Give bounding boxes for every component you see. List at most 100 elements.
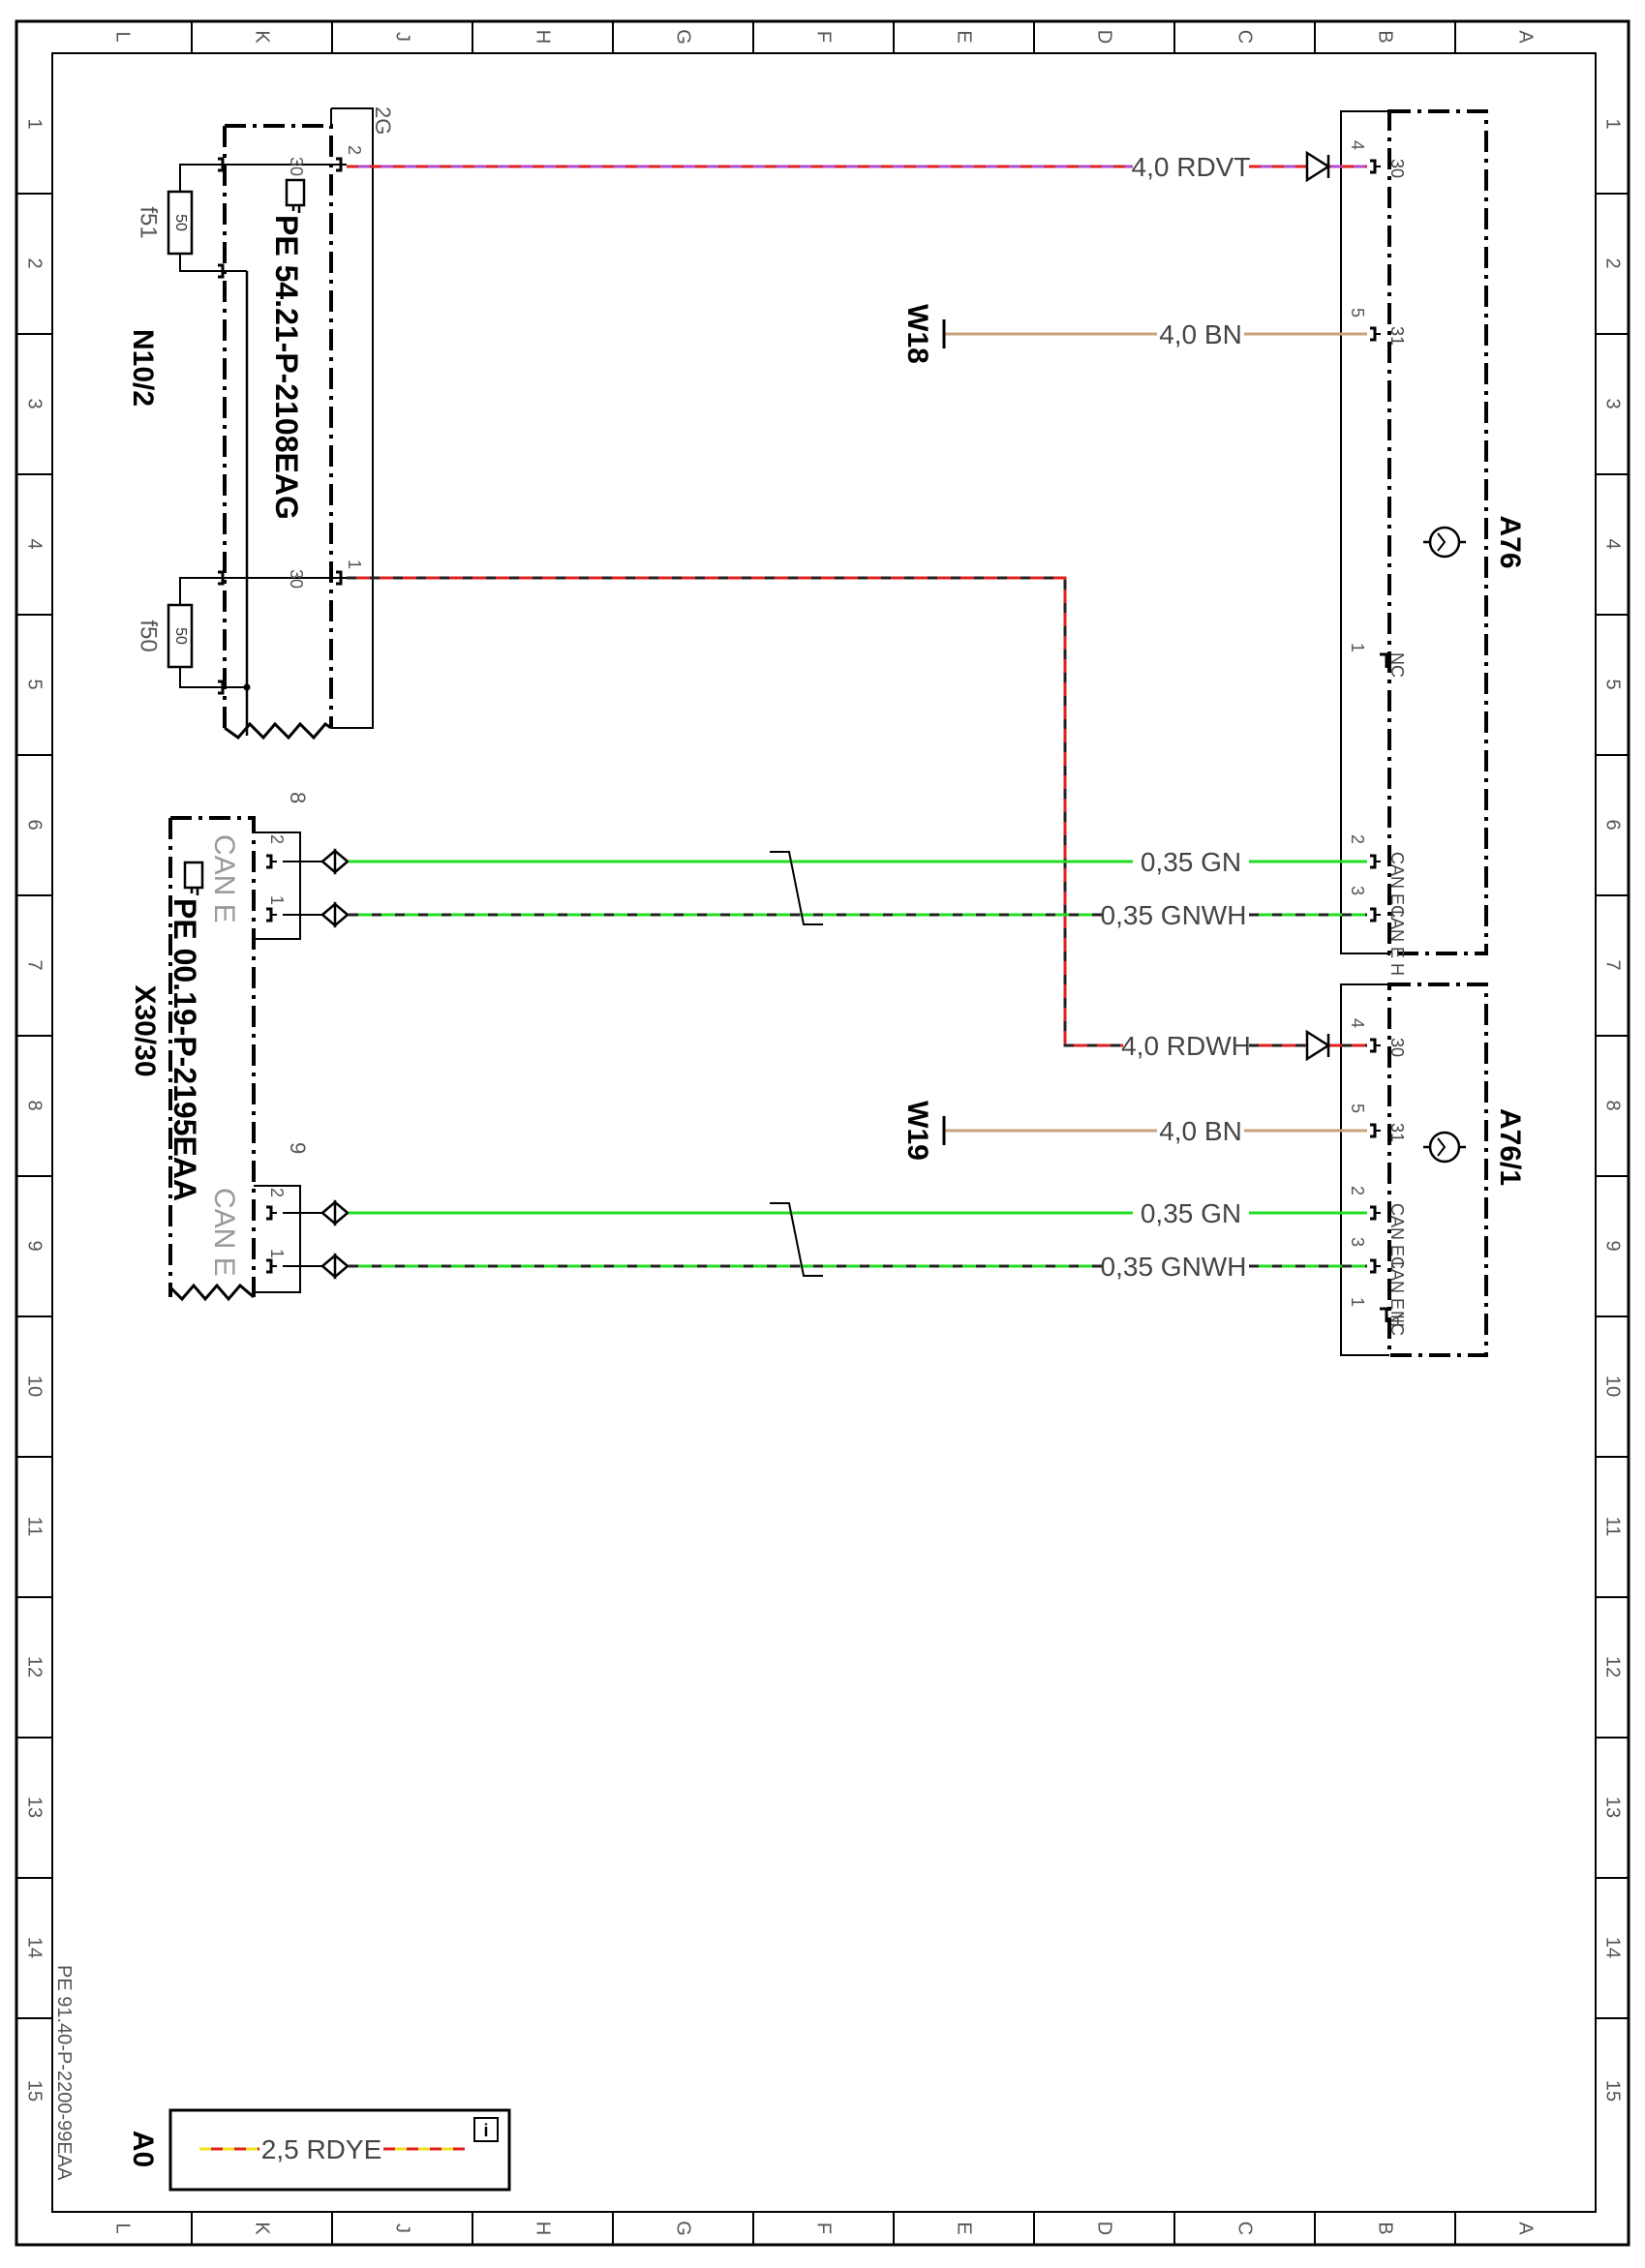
module-a76[interactable]: A76 4 30 5 31 1 NC 2 CAN E L 3 CAN E H [1340, 109, 1526, 976]
wire-label: 0,35 GNWH [1101, 1252, 1247, 1282]
row-label: 4 [24, 538, 46, 549]
wire-gn-can-bottom[interactable]: 0,35 GN [283, 1198, 1367, 1228]
wire-rdwh[interactable]: 4,0 RDWH [347, 576, 1367, 1062]
col-label: E [954, 2222, 975, 2234]
pin-num: 4 [1348, 140, 1367, 150]
row-label: 11 [24, 1517, 46, 1537]
pin-label: NC [1387, 1311, 1407, 1336]
fuse-f51: 50 f51 [136, 164, 223, 272]
pin-label: 30 [1387, 1038, 1407, 1057]
wire-bn-w18[interactable]: 4,0 BN W18 [901, 304, 1367, 364]
wire-label: 4,0 BN [1159, 319, 1242, 349]
pin-num: 1 [1348, 643, 1367, 652]
wire-bn-w19[interactable]: 4,0 BN W19 [901, 1101, 1367, 1161]
pin-num: 4 [1348, 1018, 1367, 1028]
pin-2: 2 [345, 145, 364, 155]
col-label: H [533, 2222, 554, 2235]
wire-gn-can-top[interactable]: 0,35 GN [283, 847, 1367, 877]
fuse-name: f51 [136, 206, 162, 238]
ground-w19-label: W19 [901, 1101, 933, 1161]
pin-label: CAN E L [1387, 852, 1407, 920]
module-reference[interactable]: PE 00.19-P-2195EAA [168, 898, 202, 1201]
col-label: A [1515, 30, 1537, 44]
module-name: N10/2 [127, 329, 159, 407]
pin-2: 2 [267, 834, 287, 844]
col-label: F [813, 2223, 835, 2234]
row-label: 1 [1602, 118, 1624, 129]
row-label: 10 [1602, 1376, 1624, 1397]
pin-1: 1 [345, 559, 364, 569]
legend-wire-label: 2,5 RDYE [261, 2134, 382, 2164]
col-label: G [673, 2221, 694, 2236]
pin-num: 5 [1348, 308, 1367, 318]
wire-gnwh-can-bottom[interactable]: 0,35 GNWH [283, 1252, 1367, 1282]
col-label: K [252, 2222, 273, 2235]
col-label: C [1234, 2222, 1256, 2235]
pin-label: CAN E H [1387, 1256, 1407, 1327]
module-x30-30[interactable]: X30/30 PE 00.19-P-2195EAA 8 CAN E 2 1 9 … [129, 792, 310, 1302]
legend-box: i 2,5 RDYE [168, 2108, 511, 2192]
col-label: D [1094, 2222, 1115, 2235]
module-name: X30/30 [129, 984, 161, 1076]
row-label: 14 [1602, 1937, 1624, 1958]
module-name: A76/1 [1494, 1108, 1526, 1186]
row-label: 5 [1602, 679, 1624, 689]
pin-1: 1 [267, 1249, 287, 1258]
row-label: 8 [24, 1100, 46, 1110]
wire-gnwh-can-top[interactable]: 0,35 GNWH [283, 900, 1367, 930]
col-label: B [1375, 2222, 1396, 2234]
col-label: L [112, 31, 134, 42]
row-label: 12 [24, 1656, 46, 1678]
pin-30: 30 [287, 569, 306, 589]
pin-label: NC [1387, 652, 1407, 678]
pin-num: 2 [1348, 1186, 1367, 1195]
pin-label: 31 [1387, 1123, 1407, 1142]
row-label: 6 [24, 819, 46, 830]
info-icon: i [483, 2121, 488, 2140]
sheet-size: A0 [127, 2131, 159, 2167]
document-id: PE 91.40-P-2200-99EAA [53, 1965, 75, 2181]
row-label: 1 [24, 118, 46, 129]
row-label: 12 [1602, 1656, 1624, 1678]
row-label: 5 [24, 679, 46, 689]
module-n10-2[interactable]: 2G 2 30 1 30 N10/2 PE 54.21-P-2108EAG [127, 106, 395, 741]
col-label: E [954, 30, 975, 43]
pin-label: CAN E H [1387, 905, 1407, 976]
pin-label: 30 [1387, 159, 1407, 178]
col-label: A [1515, 2222, 1537, 2235]
pin-label: 31 [1387, 326, 1407, 346]
row-label: 9 [1602, 1240, 1624, 1251]
pin-1: 1 [267, 895, 287, 905]
col-label: F [813, 31, 835, 43]
pin-2: 2 [267, 1188, 287, 1197]
drawing-border [15, 19, 1630, 2247]
can-bus-label: CAN E [208, 834, 240, 923]
ground-w18-label: W18 [901, 304, 933, 364]
module-reference[interactable]: PE 54.21-P-2108EAG [269, 215, 304, 520]
fuse-rating: 50 [172, 627, 189, 645]
pin-num: 3 [1348, 1237, 1367, 1247]
row-label: 13 [1602, 1797, 1624, 1818]
fuse-name: f50 [136, 620, 162, 651]
row-label: 14 [24, 1937, 46, 1958]
row-label: 3 [1602, 398, 1624, 408]
col-label: J [392, 2223, 413, 2233]
pin-num: 1 [1348, 1297, 1367, 1307]
module-a76-1[interactable]: A76/1 4 30 5 31 2 CAN E L 3 CAN E H 1 NC [1340, 983, 1526, 1357]
motor-symbol-icon [1423, 526, 1466, 559]
col-label: D [1094, 30, 1115, 44]
reference-hand-icon [183, 861, 204, 895]
connector-8-label: 8 [286, 792, 310, 803]
reference-hand-icon [285, 178, 306, 213]
row-label: 13 [24, 1797, 46, 1818]
col-label: G [673, 29, 694, 45]
pin-num: 3 [1348, 886, 1367, 895]
wire-rdvt[interactable]: 4,0 RDVT [347, 150, 1367, 183]
pin-30: 30 [287, 157, 306, 176]
wire-label: 0,35 GN [1141, 1198, 1241, 1228]
fuse-f50: 50 f50 [136, 577, 223, 688]
row-label: 8 [1602, 1100, 1624, 1110]
col-label: J [392, 32, 413, 42]
